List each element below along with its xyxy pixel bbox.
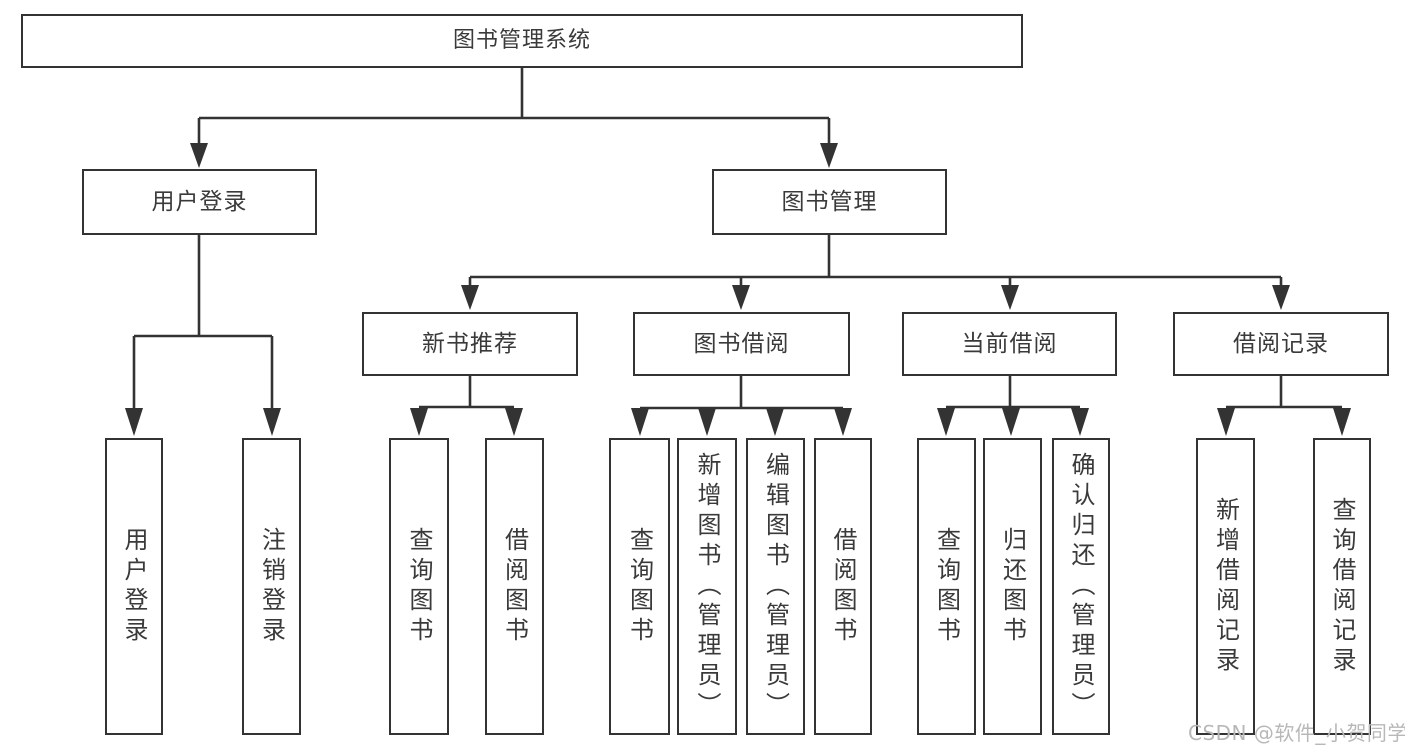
leaf-query-borrow-record: 查询借阅记录 [1313, 438, 1371, 735]
leaf-borrow-books: 借阅图书 [814, 438, 872, 735]
connector-user-login-children [125, 235, 281, 436]
node-borrow-records: 借阅记录 [1173, 312, 1389, 376]
leaf-query-books-current: 查询图书 [917, 438, 976, 735]
connector-book-management-to-level3 [461, 235, 1290, 310]
leaf-add-book-admin: 新增图书（管理员） [677, 438, 737, 735]
leaf-user-login: 用户登录 [105, 438, 163, 735]
connector-book-borrow-children [631, 376, 852, 436]
node-user-login: 用户登录 [82, 169, 317, 235]
leaf-confirm-return-admin: 确认归还（管理员） [1052, 438, 1110, 735]
connector-borrow-records-children [1217, 376, 1351, 436]
connector-root-to-level2 [190, 68, 838, 168]
node-book-borrow: 图书借阅 [633, 312, 850, 376]
connector-new-book-children [410, 376, 523, 436]
leaf-borrow-books-recommend: 借阅图书 [485, 438, 544, 735]
node-current-borrow: 当前借阅 [902, 312, 1117, 376]
connector-current-borrow-children [937, 376, 1089, 436]
leaf-query-books-borrow: 查询图书 [609, 438, 670, 735]
csdn-watermark: CSDN @软件_小贺同学 [1188, 721, 1405, 745]
node-new-book-recommend: 新书推荐 [362, 312, 578, 376]
leaf-return-book: 归还图书 [983, 438, 1042, 735]
leaf-query-books-recommend: 查询图书 [389, 438, 449, 735]
leaf-edit-book-admin: 编辑图书（管理员） [746, 438, 805, 735]
leaf-add-borrow-record: 新增借阅记录 [1196, 438, 1255, 735]
leaf-logout: 注销登录 [242, 438, 301, 735]
node-root-library-system: 图书管理系统 [21, 14, 1023, 68]
node-book-management: 图书管理 [712, 169, 947, 235]
